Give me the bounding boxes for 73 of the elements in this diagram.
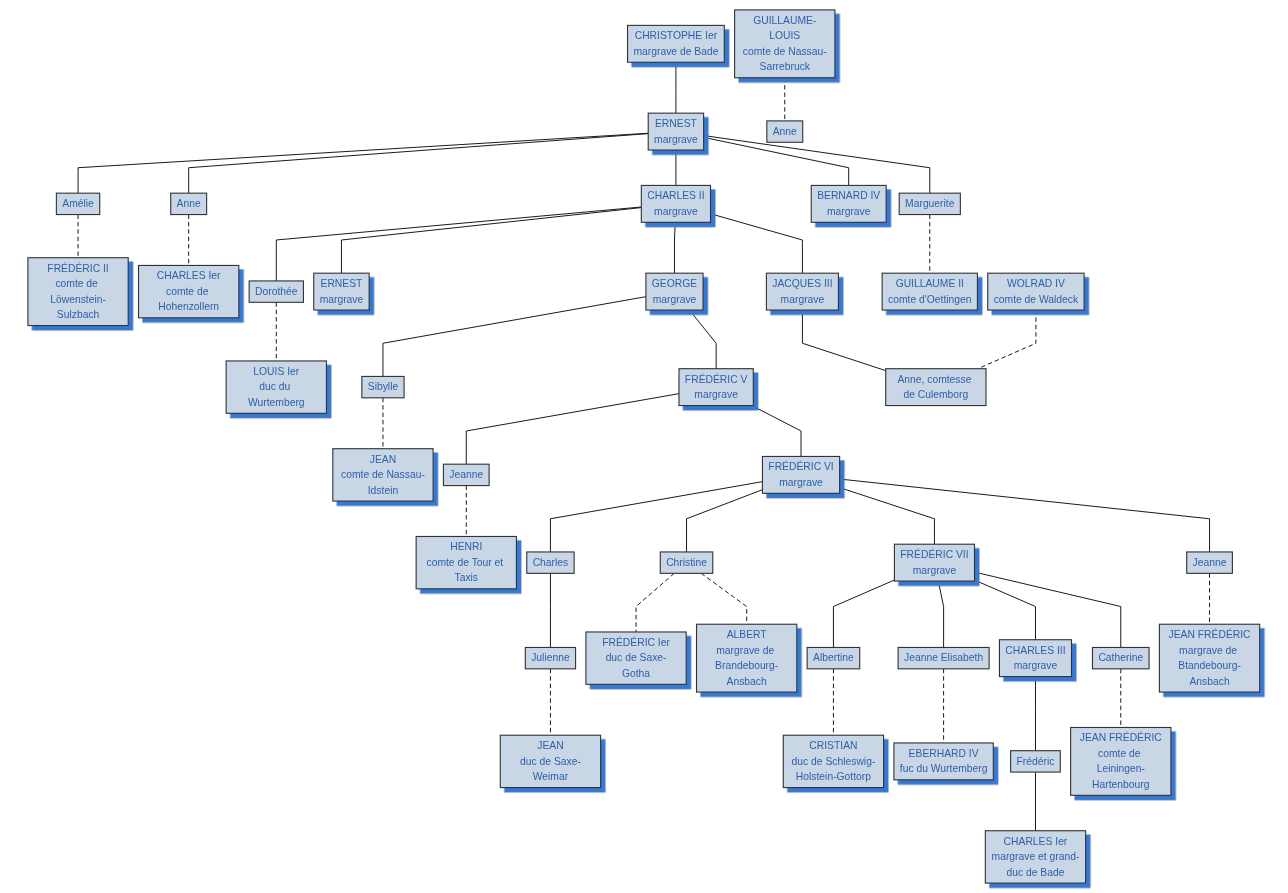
node-box: JEAN duc de Saxe-Weimar: [499, 734, 602, 789]
connector: [703, 135, 931, 194]
node-box: ERNEST margrave: [647, 112, 705, 151]
node-box: LOUIS Ier duc du Wurtemberg: [225, 360, 328, 414]
connector: [784, 77, 786, 122]
connector: [1209, 572, 1211, 625]
connector: [974, 579, 1037, 641]
node-box: FRÉDÉRIC V margrave: [678, 368, 755, 407]
connector: [703, 136, 850, 186]
node-box: ALBERT margrave de Brandebourg-Ansbach: [696, 623, 798, 693]
node-box: Julienne: [524, 646, 577, 670]
node-box: JACQUES III margrave: [766, 272, 840, 311]
connector: [550, 668, 552, 736]
node-box: Christine: [659, 551, 714, 574]
connector: [710, 213, 804, 274]
connector: [674, 221, 676, 274]
node-box: EBERHARD IV fuc du Wurtemberg: [893, 742, 995, 781]
node-box: Anne, comtesse de Culemborg: [885, 368, 987, 407]
connector: [77, 132, 649, 194]
node-box: Dorothée: [248, 280, 305, 303]
connector: [675, 61, 677, 114]
connector: [938, 580, 945, 648]
node-box: HENRI comte de Tour et Taxis: [415, 535, 518, 590]
node-box: BERNARD IV margrave: [810, 184, 887, 223]
connector: [833, 668, 835, 736]
node-box: GEORGE margrave: [645, 272, 704, 311]
node-box: Anne: [766, 120, 804, 143]
connector: [675, 149, 677, 186]
node-box: FRÉDÉRIC II comte de Löwenstein-Sulzbach: [27, 257, 129, 327]
node-box: Amélie: [56, 192, 101, 216]
node-box: JEAN FRÉDÉRIC margrave de Btandebourg-Ansbach: [1159, 623, 1261, 693]
connector: [839, 478, 1211, 553]
node-box: CHARLES II margrave: [640, 184, 712, 223]
connector: [833, 579, 896, 648]
node-box: CHARLES Ier comte de Hohenzollern: [138, 264, 240, 319]
connector: [466, 393, 680, 465]
connector: [974, 571, 1122, 648]
node-box: ERNEST margrave: [313, 272, 370, 311]
node-box: CHRISTOPHE Ier margrave de Bade: [627, 24, 726, 63]
node-box: CRISTIAN duc de Schleswig-Holstein-Gottorp: [782, 734, 885, 789]
node-box: Albertine: [806, 646, 861, 670]
node-box: CHARLES III margrave: [999, 639, 1073, 678]
node-box: Marguerite: [898, 192, 962, 216]
connector: [635, 572, 675, 633]
node-box: Catherine: [1092, 646, 1150, 670]
node-box: Jeanne Elisabeth: [897, 646, 990, 670]
node-box: JEAN FRÉDÉRIC comte de Leiningen-Hartenbourg: [1070, 726, 1172, 796]
connector: [550, 572, 552, 648]
connector: [382, 296, 647, 377]
connector: [1120, 668, 1122, 728]
connector: [1035, 771, 1037, 832]
connector: [689, 309, 717, 370]
node-box: Jeanne: [1186, 551, 1234, 574]
connector: [341, 207, 642, 274]
node-box: FRÉDÉRIC Ier duc de Saxe-Gotha: [585, 631, 687, 685]
node-box: FRÉDÉRIC VII margrave: [894, 543, 976, 582]
node-box: Sibylle: [361, 375, 405, 399]
node-box: JEAN comte de Nassau-Idstein: [332, 448, 434, 502]
connector: [929, 214, 931, 274]
node-box: FRÉDÉRIC VI margrave: [762, 455, 841, 494]
node-box: Anne: [170, 192, 208, 216]
node-box: WOLRAD IV comte de Waldeck: [987, 272, 1085, 311]
node-box: CHARLES Ier margrave et grand-duc de Bade: [984, 830, 1087, 884]
connector: [77, 214, 79, 259]
node-box: GUILLAUME-LOUIS comte de Nassau-Sarrebruck: [734, 9, 836, 79]
node-box: Frédéric: [1010, 750, 1062, 773]
connector: [276, 206, 642, 282]
connector: [1035, 676, 1037, 752]
connector: [751, 405, 802, 457]
node-box: GUILLAUME II comte d'Oettingen: [881, 272, 979, 311]
node-box: Charles: [526, 551, 575, 574]
connector: [839, 487, 936, 545]
node-box: Jeanne: [443, 463, 490, 487]
